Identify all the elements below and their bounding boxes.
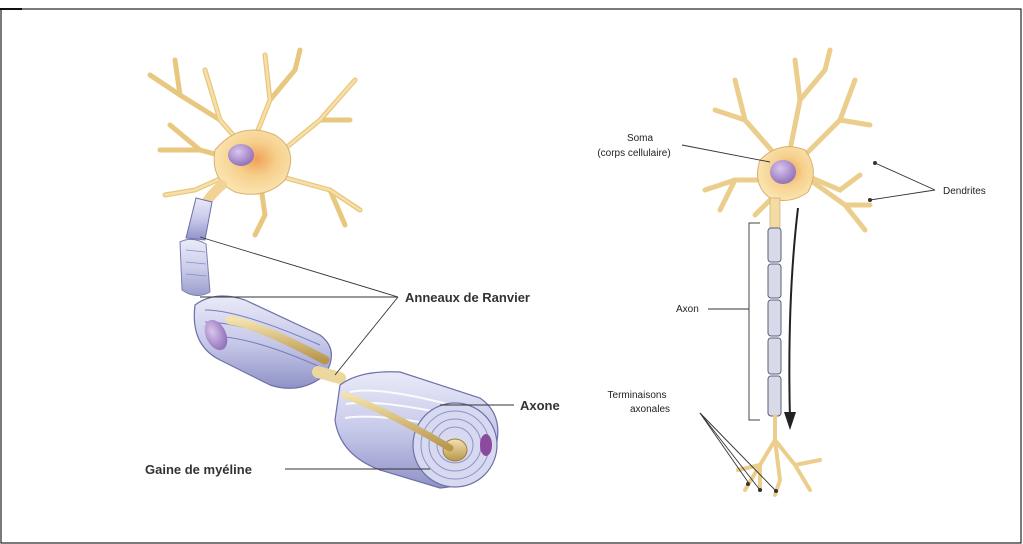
label-myelin-sheath: Gaine de myéline xyxy=(145,462,252,477)
label-dendrites: Dendrites xyxy=(943,186,986,197)
right-nucleus xyxy=(770,160,796,184)
left-nucleus xyxy=(228,144,254,166)
left-myelin-segment-2 xyxy=(180,239,210,295)
right-axon-terminals xyxy=(738,416,820,495)
right-dendrites xyxy=(705,50,870,230)
label-axone: Axone xyxy=(520,398,560,413)
right-neuron: Soma (corps cellulaire) Dendrites Axon T… xyxy=(597,50,985,495)
dendrite-markers xyxy=(746,161,877,493)
label-terminals-sub: axonales xyxy=(630,404,670,415)
left-myelin-cross-section xyxy=(413,403,497,487)
right-axon xyxy=(768,198,781,416)
left-myelin-segment-1 xyxy=(186,198,212,240)
axon-bracket xyxy=(749,223,760,420)
left-myelinated-neuron: Anneaux de Ranvier Axone Gaine de myélin… xyxy=(145,50,560,488)
label-terminals: Terminaisons xyxy=(608,390,667,401)
label-nodes-of-ranvier: Anneaux de Ranvier xyxy=(405,290,530,305)
label-soma-sub: (corps cellulaire) xyxy=(597,148,670,159)
signal-direction-arrow xyxy=(789,208,798,420)
label-soma: Soma xyxy=(627,133,654,144)
label-axon-right: Axon xyxy=(676,304,699,315)
right-leader-lines xyxy=(682,145,935,490)
